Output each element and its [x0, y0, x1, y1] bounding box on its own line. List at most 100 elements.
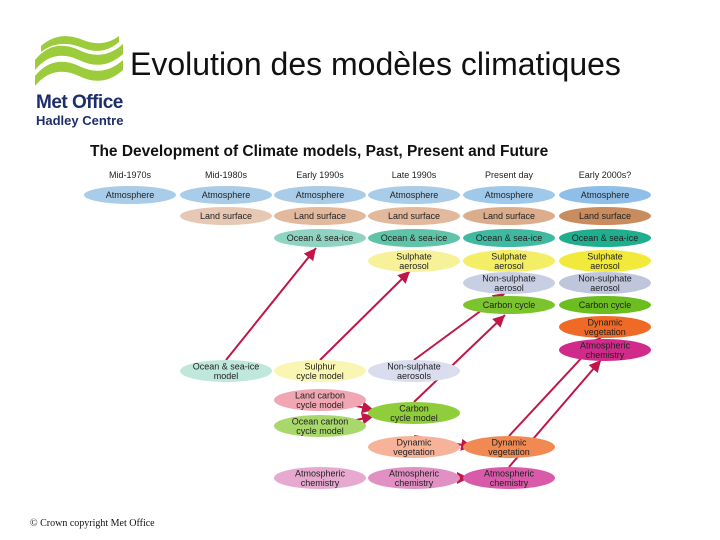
ellipse-shape: [180, 207, 272, 225]
column-header: Mid-1980s: [205, 170, 248, 180]
component-ellipse: Ocean & sea-ice: [559, 229, 651, 247]
met-office-waves-logo: [33, 34, 128, 129]
component-label: vegetation: [393, 447, 435, 457]
component-label: Land carbon: [295, 391, 345, 401]
component-label: Ocean & sea-ice: [476, 233, 543, 243]
component-ellipse: Atmosphere: [463, 186, 555, 204]
ellipse-shape: [559, 229, 651, 247]
component-label: Non-sulphate: [482, 274, 536, 284]
component-label: Sulphur: [304, 362, 335, 372]
ellipse-shape: [274, 415, 366, 437]
component-label: chemistry: [586, 350, 625, 360]
component-label: Land surface: [388, 211, 440, 221]
component-label: cycle model: [296, 400, 344, 410]
component-label: aerosol: [494, 261, 524, 271]
component-label: model: [214, 371, 239, 381]
ellipse-shape: [274, 360, 366, 382]
ellipse-shape: [274, 207, 366, 225]
component-ellipse: Land surface: [559, 207, 651, 225]
component-label: aerosol: [494, 283, 524, 293]
component-ellipse: Ocean & sea-ice: [274, 229, 366, 247]
ellipse-shape: [274, 467, 366, 489]
component-label: Carbon cycle: [579, 300, 632, 310]
ellipse-shape: [559, 186, 651, 204]
component-label: Dynamic: [491, 438, 527, 448]
ellipse-shape: [180, 186, 272, 204]
ellipse-shape: [463, 436, 555, 458]
component-label: Dynamic: [587, 318, 623, 328]
diagram-title: The Development of Climate models, Past,…: [90, 143, 549, 160]
component-label: Atmosphere: [581, 190, 630, 200]
development-arrow: [413, 314, 506, 403]
ellipse-shape: [559, 250, 651, 272]
ellipse-shape: [180, 360, 272, 382]
component-label: Atmosphere: [390, 190, 439, 200]
ellipse-shape: [463, 250, 555, 272]
component-ellipse: Carbon cycle: [559, 296, 651, 314]
component-label: aerosol: [590, 283, 620, 293]
column-header: Present day: [485, 170, 534, 180]
development-arrow: [319, 270, 411, 361]
component-label: chemistry: [301, 478, 340, 488]
component-label: Atmosphere: [485, 190, 534, 200]
component-ellipse: Ocean & sea-ice: [463, 229, 555, 247]
column-header: Early 2000s?: [579, 170, 632, 180]
component-label: Atmospheric: [389, 469, 440, 479]
component-label: Atmosphere: [296, 190, 345, 200]
component-label: Ocean & sea-ice: [193, 362, 260, 372]
component-label: Sulphate: [587, 252, 623, 262]
component-label: chemistry: [490, 478, 529, 488]
component-label: aerosols: [397, 371, 432, 381]
ellipse-shape: [559, 339, 651, 361]
ellipse-shape: [463, 207, 555, 225]
ellipse-shape: [274, 229, 366, 247]
ellipse-shape: [368, 402, 460, 424]
component-label: Sulphate: [491, 252, 527, 262]
component-ellipse: Land surface: [368, 207, 460, 225]
component-ellipse: Carbon cycle: [463, 296, 555, 314]
component-label: Carbon cycle: [483, 300, 536, 310]
ellipse-shape: [368, 436, 460, 458]
ellipse-shape: [368, 186, 460, 204]
ellipse-shape: [559, 272, 651, 294]
ellipse-shape: [463, 467, 555, 489]
ellipse-shape: [368, 207, 460, 225]
component-label: cycle model: [296, 426, 344, 436]
ellipse-shape: [559, 316, 651, 338]
ellipse-shape: [463, 229, 555, 247]
component-label: vegetation: [488, 447, 530, 457]
component-label: Land surface: [579, 211, 631, 221]
component-label: Ocean & sea-ice: [572, 233, 639, 243]
component-label: Land surface: [200, 211, 252, 221]
component-label: Atmospheric: [295, 469, 346, 479]
component-label: vegetation: [584, 327, 626, 337]
ellipse-shape: [463, 296, 555, 314]
ellipse-shape: [463, 186, 555, 204]
component-label: Non-sulphate: [387, 362, 441, 372]
ellipse-shape: [274, 186, 366, 204]
component-label: Sulphate: [396, 252, 432, 262]
component-ellipse: Ocean & sea-ice: [368, 229, 460, 247]
ellipse-shape: [368, 360, 460, 382]
logo-wordmark: Met Office: [36, 92, 123, 113]
component-label: Atmosphere: [106, 190, 155, 200]
component-ellipse: Atmosphere: [559, 186, 651, 204]
component-label: chemistry: [395, 478, 434, 488]
